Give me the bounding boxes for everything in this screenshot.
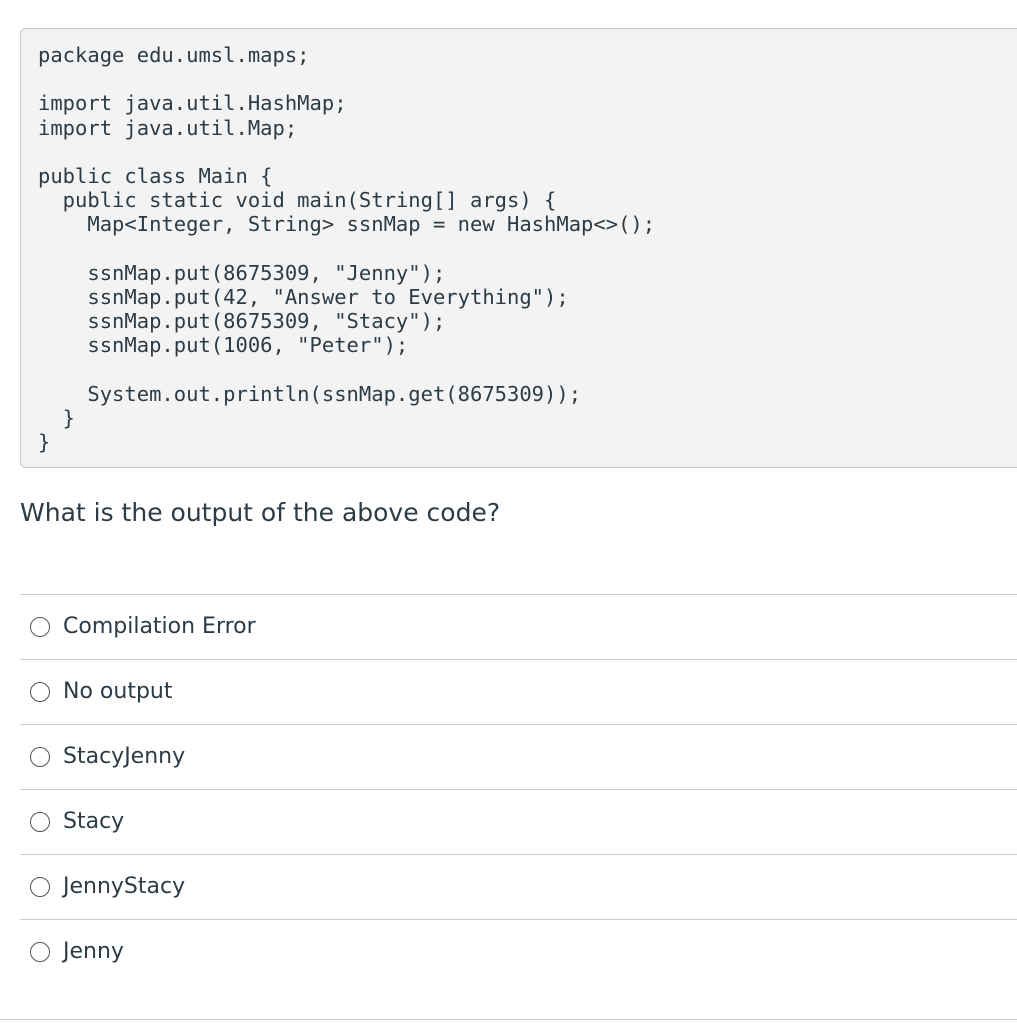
answer-label: Jenny <box>63 939 124 964</box>
code-line: package edu.umsl.maps; <box>38 43 310 67</box>
radio-button[interactable] <box>30 812 50 832</box>
answer-option-compilation-error[interactable]: Compilation Error <box>20 594 1017 659</box>
code-line: } <box>38 405 76 430</box>
answer-label: StacyJenny <box>63 744 186 769</box>
answer-option-stacy[interactable]: Stacy <box>20 789 1017 854</box>
answer-option-jenny[interactable]: Jenny <box>20 919 1017 984</box>
code-line: ssnMap.put(1006, "Peter"); <box>38 333 409 358</box>
radio-button[interactable] <box>30 747 50 767</box>
code-line: ssnMap.put(8675309, "Stacy"); <box>38 309 446 334</box>
code-line <box>38 140 1017 164</box>
answer-option-stacyjenny[interactable]: StacyJenny <box>20 724 1017 789</box>
answer-label: JennyStacy <box>63 874 186 899</box>
question-text: What is the output of the above code? <box>20 498 501 527</box>
code-line <box>38 67 1017 91</box>
bottom-divider <box>0 1019 1017 1020</box>
answer-label: Stacy <box>63 809 125 834</box>
code-line <box>38 357 1017 381</box>
answer-option-no-output[interactable]: No output <box>20 659 1017 724</box>
code-line: Map<Integer, String> ssnMap = new HashMa… <box>38 212 656 237</box>
code-line: } <box>38 430 51 454</box>
code-line: import java.util.HashMap; <box>38 91 347 116</box>
answer-label: No output <box>63 679 173 704</box>
answer-option-jennystacy[interactable]: JennyStacy <box>20 854 1017 919</box>
code-line <box>38 237 1017 261</box>
code-line: public class Main { <box>38 163 273 188</box>
radio-button[interactable] <box>30 877 50 897</box>
code-line: import java.util.Map; <box>38 115 298 140</box>
answer-label: Compilation Error <box>63 614 256 639</box>
code-line: ssnMap.put(42, "Answer to Everything"); <box>38 284 569 309</box>
radio-button[interactable] <box>30 682 50 702</box>
code-line: public static void main(String[] args) { <box>38 188 557 213</box>
radio-button[interactable] <box>30 617 50 637</box>
code-line: ssnMap.put(8675309, "Jenny"); <box>38 260 446 285</box>
code-block: package edu.umsl.maps; import java.util.… <box>20 28 1017 468</box>
radio-button[interactable] <box>30 942 50 962</box>
answer-list: Compilation Error No output StacyJenny S… <box>20 594 1017 984</box>
code-line: System.out.println(ssnMap.get(8675309)); <box>38 381 582 406</box>
